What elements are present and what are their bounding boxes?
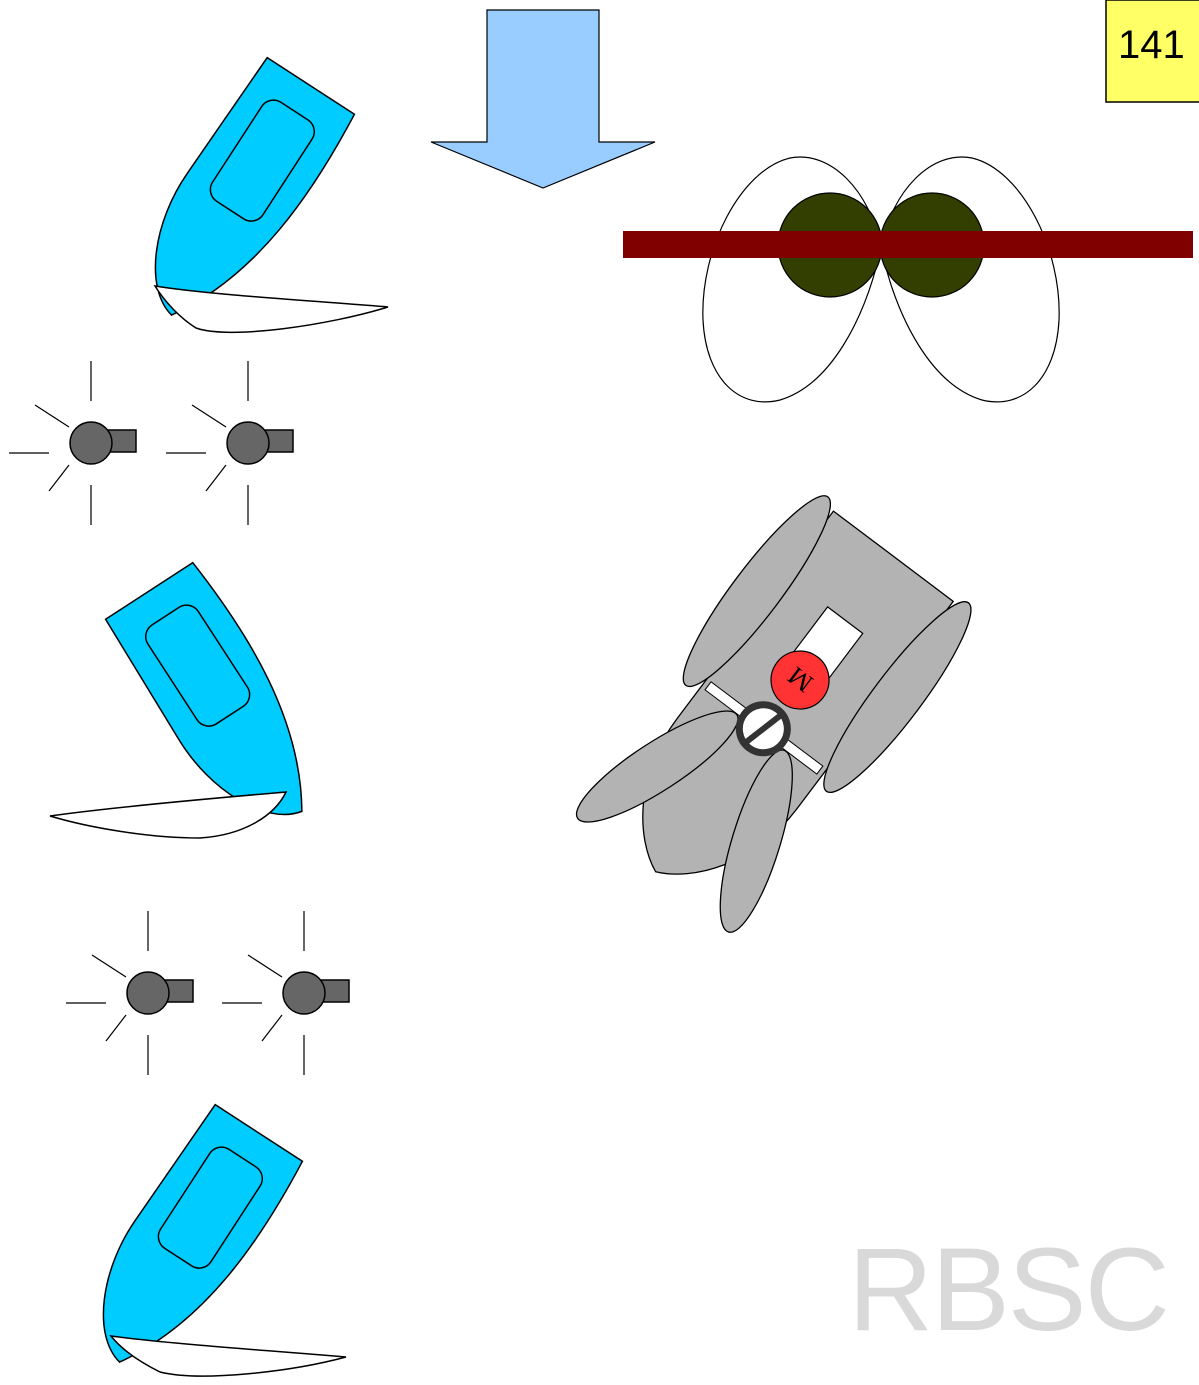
sail-bottom [111, 1336, 346, 1376]
committee-boat-icon: M [555, 479, 992, 952]
finish-line-icon [623, 231, 1193, 258]
sailboat-top [118, 55, 388, 341]
figure-number-label: 141 [1106, 0, 1199, 102]
watermark: RBSC [848, 1224, 1168, 1356]
whistle-pair-2 [66, 911, 349, 1075]
finish-mark-group [623, 157, 1193, 402]
whistle-icon [222, 911, 349, 1075]
sail-top [155, 286, 388, 332]
wind-arrow-icon [431, 10, 655, 188]
whistle-pair-1 [9, 361, 293, 525]
sailboat-bottom [66, 1102, 346, 1385]
sailboat-middle [50, 561, 342, 847]
figure-number-text: 141 [1118, 23, 1185, 67]
sail-middle [50, 792, 286, 838]
whistle-icon [66, 911, 193, 1075]
whistle-icon [9, 361, 136, 525]
whistle-icon [166, 361, 293, 525]
